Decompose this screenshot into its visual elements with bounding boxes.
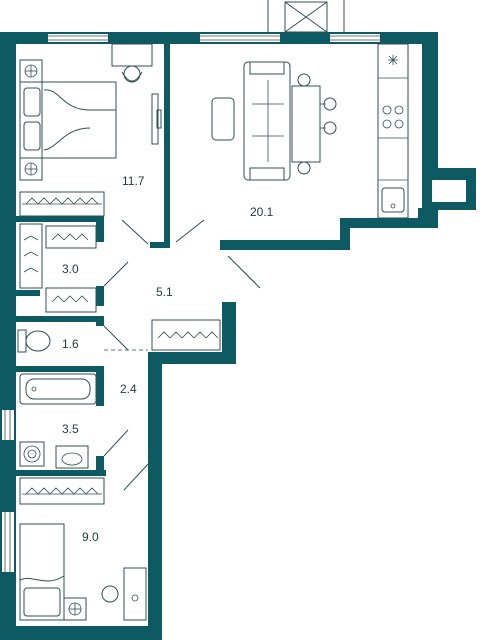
room-area-bathroom: 3.5 [62, 422, 79, 436]
hallway-wardrobe [151, 319, 221, 351]
room-area-bedroom-1: 11.7 [122, 174, 145, 188]
toilet-icon [17, 329, 51, 353]
bedroom-2-furniture [19, 477, 147, 621]
snowflake-icon [388, 55, 398, 65]
room-area-toilet: 1.6 [62, 337, 79, 351]
room-area-bedroom-2: 9.0 [82, 530, 99, 544]
sink-icon [55, 445, 89, 469]
room-area-closet: 3.0 [62, 262, 79, 276]
room-labels: 11.7 20.1 3.0 5.1 1.6 2.4 3.5 9.0 [62, 174, 274, 544]
living-kitchen-furniture [211, 43, 409, 219]
room-area-hallway: 5.1 [156, 285, 173, 299]
room-area-living-kitchen: 20.1 [250, 205, 274, 219]
walls [0, 32, 476, 640]
room-area-corridor: 2.4 [120, 382, 137, 396]
bedroom-1-furniture [19, 43, 162, 217]
windows [2, 0, 380, 572]
closet-furniture [19, 223, 97, 313]
hanger-icon-row [22, 197, 102, 205]
washing-machine-icon [19, 441, 45, 467]
bathtub-icon [19, 373, 97, 405]
doors [103, 219, 261, 491]
